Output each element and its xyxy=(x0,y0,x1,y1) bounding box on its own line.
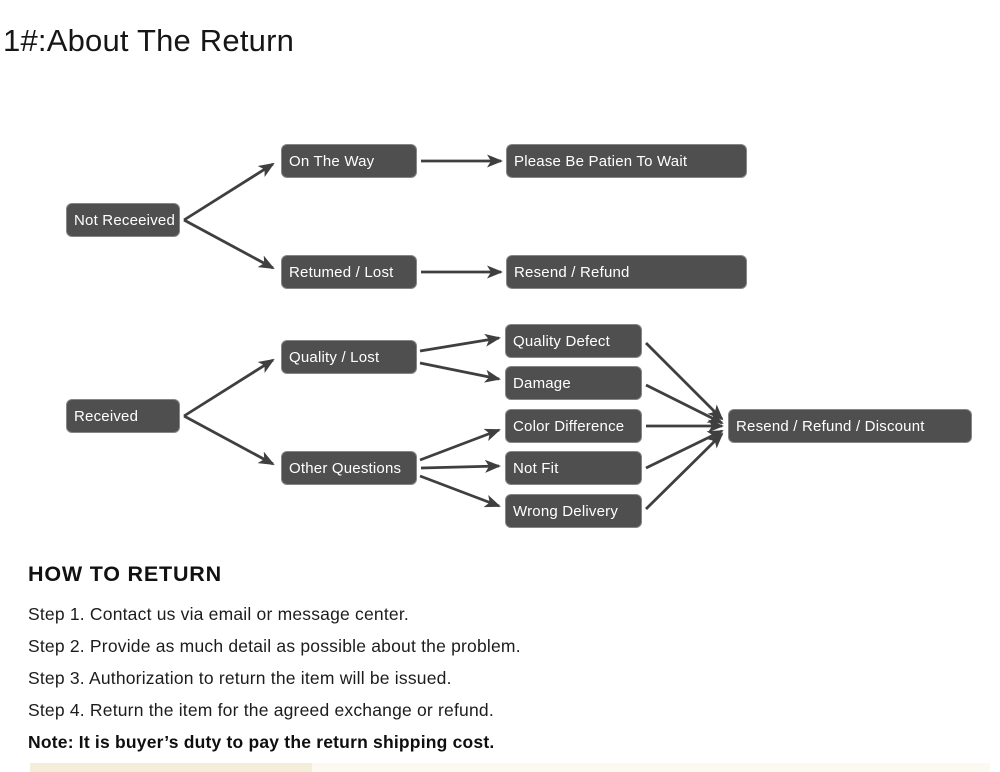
how-to-return-section: HOW TO RETURN Step 1. Contact us via ema… xyxy=(28,562,728,758)
node-returned-lost: Retumed / Lost xyxy=(281,255,417,289)
return-step-4: Step 4. Return the item for the agreed e… xyxy=(28,700,494,720)
node-damage: Damage xyxy=(505,366,642,400)
page-title: 1#:About The Return xyxy=(3,23,295,58)
node-quality-defect: Quality Defect xyxy=(505,324,642,358)
arrow xyxy=(645,432,724,510)
node-not-received: Not Receeived xyxy=(66,203,180,237)
bottom-cropped-banner xyxy=(30,763,990,772)
arrow xyxy=(183,414,275,466)
node-wrong-delivery: Wrong Delivery xyxy=(505,494,642,528)
return-step-1: Step 1. Contact us via email or message … xyxy=(28,604,409,624)
arrow xyxy=(645,429,724,470)
bottom-cropped-banner-left xyxy=(30,763,312,772)
arrow xyxy=(420,459,501,473)
arrow xyxy=(419,361,501,383)
arrow xyxy=(645,342,724,421)
arrow xyxy=(183,162,275,222)
node-please-be-patient: Please Be Patien To Wait xyxy=(506,144,747,178)
node-other-questions: Other Questions xyxy=(281,451,417,485)
node-received: Received xyxy=(66,399,180,433)
arrow xyxy=(419,474,501,508)
how-to-return-heading: HOW TO RETURN xyxy=(28,562,222,586)
arrow xyxy=(645,383,724,425)
node-resend-refund-discount: Resend / Refund / Discount xyxy=(728,409,972,443)
arrow xyxy=(419,333,501,353)
node-color-difference: Color Difference xyxy=(505,409,642,443)
return-step-2: Step 2. Provide as much detail as possib… xyxy=(28,636,521,656)
arrow xyxy=(183,358,275,418)
node-on-the-way: On The Way xyxy=(281,144,417,178)
node-not-fit: Not Fit xyxy=(505,451,642,485)
node-quality-lost: Quality / Lost xyxy=(281,340,417,374)
arrow xyxy=(183,218,275,270)
return-step-3: Step 3. Authorization to return the item… xyxy=(28,668,452,688)
node-resend-refund: Resend / Refund xyxy=(506,255,747,289)
arrow xyxy=(419,428,501,462)
return-note: Note: It is buyer’s duty to pay the retu… xyxy=(28,732,495,752)
